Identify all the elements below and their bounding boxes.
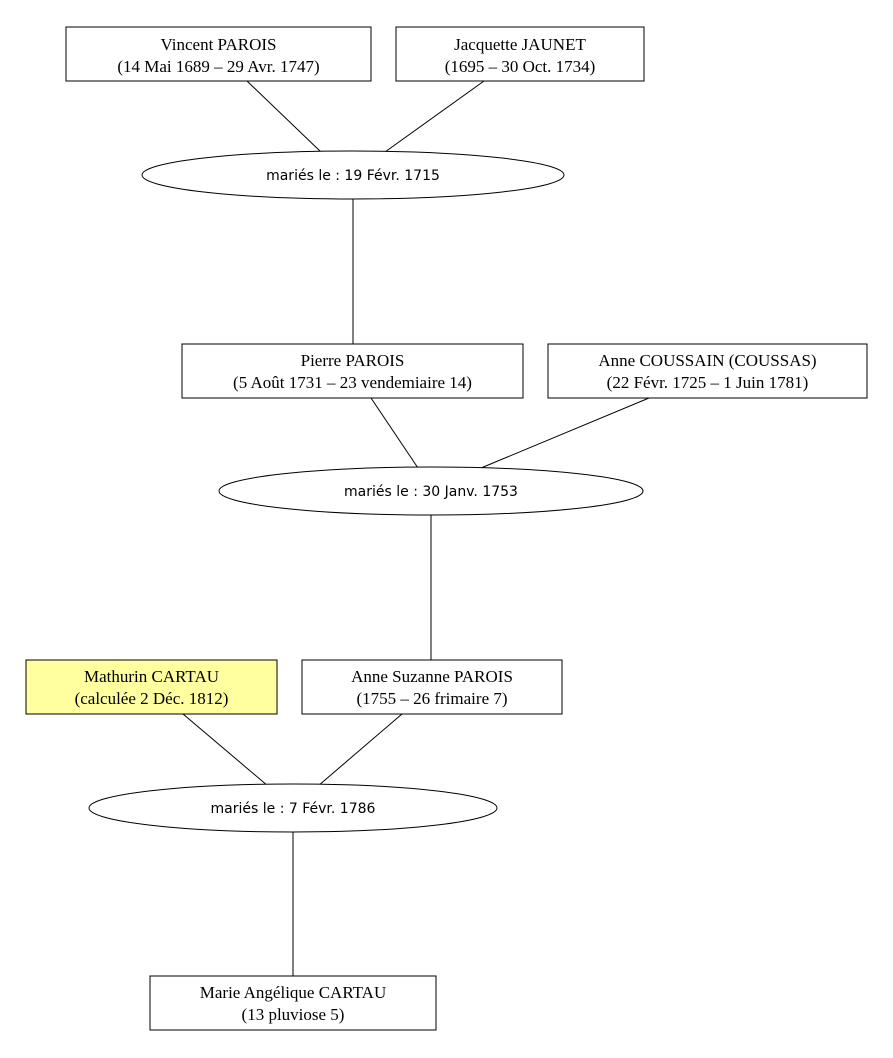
edges <box>182 80 650 976</box>
marriage-1786[interactable]: mariés le : 7 Févr. 1786 <box>88 783 498 833</box>
person-name: Anne Suzanne PAROIS <box>351 667 513 686</box>
marriage-1715[interactable]: mariés le : 19 Févr. 1715 <box>141 150 565 200</box>
person-marie-angelique-cartau[interactable]: Marie Angélique CARTAU (13 pluviose 5) <box>149 975 437 1031</box>
marriage-label: mariés le : 19 Févr. 1715 <box>266 168 440 184</box>
person-anne-suzanne-parois[interactable]: Anne Suzanne PAROIS (1755 – 26 frimaire … <box>301 659 563 715</box>
marriage-label: mariés le : 7 Févr. 1786 <box>211 801 376 817</box>
person-dates: (5 Août 1731 – 23 vendemiaire 14) <box>233 373 472 392</box>
person-dates: (1695 – 30 Oct. 1734) <box>445 57 596 76</box>
marriage-1753[interactable]: mariés le : 30 Janv. 1753 <box>218 466 644 516</box>
person-name: Anne COUSSAIN (COUSSAS) <box>598 351 816 370</box>
person-dates: (1755 – 26 frimaire 7) <box>356 689 507 708</box>
edge-vincent-to-marriage-1715 <box>246 80 322 153</box>
person-dates: (calculée 2 Déc. 1812) <box>75 689 229 708</box>
edge-mathurin-to-marriage-1786 <box>182 713 269 787</box>
person-dates: (14 Mai 1689 – 29 Avr. 1747) <box>117 57 319 76</box>
marriage-label: mariés le : 30 Janv. 1753 <box>344 484 518 500</box>
person-dates: (22 Févr. 1725 – 1 Juin 1781) <box>607 373 809 392</box>
person-name: Marie Angélique CARTAU <box>200 983 386 1002</box>
edge-jacquette-to-marriage-1715 <box>384 80 485 153</box>
person-mathurin-cartau[interactable]: Mathurin CARTAU (calculée 2 Déc. 1812) <box>25 659 278 715</box>
person-name: Mathurin CARTAU <box>84 667 219 686</box>
edge-pierre-to-marriage-1753 <box>370 397 419 469</box>
edge-anne-suzanne-to-marriage-1786 <box>317 713 403 787</box>
person-pierre-parois[interactable]: Pierre PAROIS (5 Août 1731 – 23 vendemia… <box>181 343 524 399</box>
person-name: Jacquette JAUNET <box>454 35 586 54</box>
person-name: Pierre PAROIS <box>301 351 405 370</box>
person-anne-coussain[interactable]: Anne COUSSAIN (COUSSAS) (22 Févr. 1725 –… <box>547 343 868 399</box>
person-jacquette-jaunet[interactable]: Jacquette JAUNET (1695 – 30 Oct. 1734) <box>395 26 645 82</box>
person-dates: (13 pluviose 5) <box>242 1005 345 1024</box>
person-vincent-parois[interactable]: Vincent PAROIS (14 Mai 1689 – 29 Avr. 17… <box>65 26 372 82</box>
edge-anne-coussain-to-marriage-1753 <box>480 397 650 469</box>
person-name: Vincent PAROIS <box>161 35 277 54</box>
